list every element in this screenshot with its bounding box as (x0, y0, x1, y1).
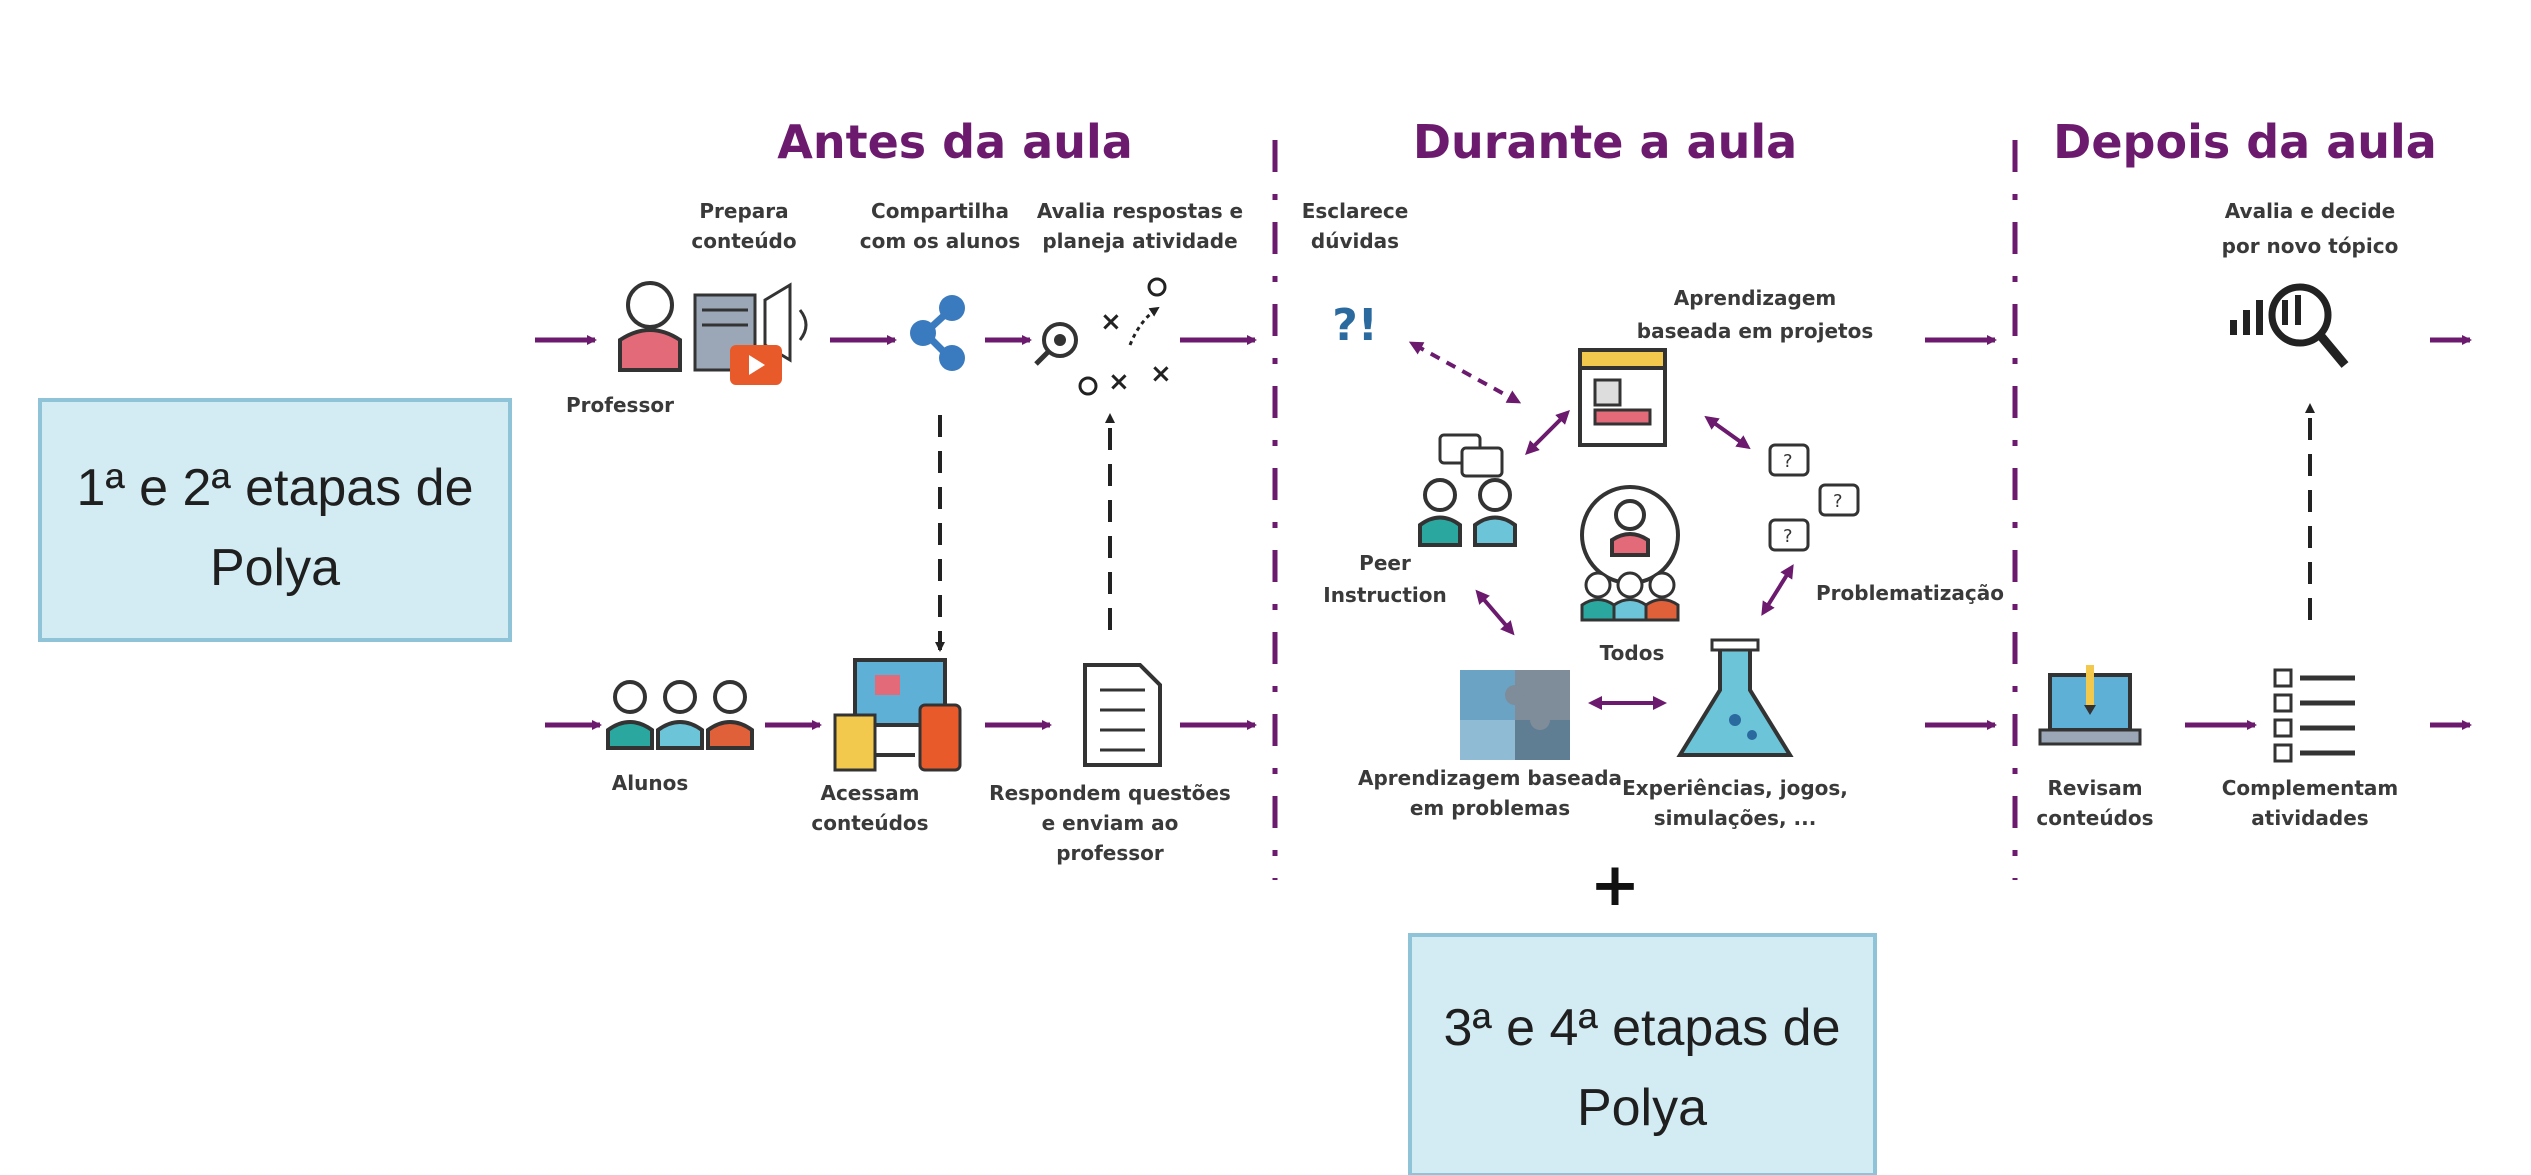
link-projects-problematization (1704, 415, 1751, 450)
label-avalia-decide-1: Avalia e decide (2225, 199, 2395, 223)
polya-steps-1-2-line1: 1ª e 2ª etapas de (76, 459, 473, 517)
label-projetos-2: baseada em projetos (1637, 319, 1873, 343)
label-experiencias-2: simulações, ... (1654, 806, 1817, 830)
header-before-class: Antes da aula (777, 115, 1133, 169)
svg-text:?: ? (1833, 491, 1843, 512)
link-peer-projects (1525, 410, 1570, 455)
label-peer-1: Peer (1359, 551, 1411, 575)
polya-steps-3-4-line1: 3ª e 4ª etapas de (1443, 999, 1840, 1057)
puzzle-icon (1460, 670, 1570, 760)
label-prepara-1: Prepara (699, 199, 788, 223)
flask-experiment-icon (1676, 638, 1794, 757)
label-respondem-1: Respondem questões (989, 781, 1231, 805)
strategy-plan-icon: × × × (1034, 277, 1172, 397)
label-respondem-2: e enviam ao (1042, 811, 1179, 835)
plus-sign: + (1590, 850, 1640, 920)
svg-text:?: ? (1783, 526, 1793, 547)
label-peer-2: Instruction (1323, 583, 1447, 607)
laptop-review-icon (2038, 665, 2142, 746)
label-problemas-2: em problemas (1410, 796, 1570, 820)
label-professor: Professor (566, 393, 674, 417)
svg-text:?: ? (1783, 451, 1793, 472)
svg-text:×: × (1150, 359, 1172, 389)
header-during-class: Durante a aula (1413, 115, 1797, 169)
label-prepara-2: conteúdo (691, 229, 796, 253)
questionnaire-icon (1083, 663, 1162, 767)
label-avalia-1: Avalia respostas e (1037, 199, 1243, 223)
polya-steps-1-2-box (38, 398, 512, 642)
label-revisam-1: Revisam (2047, 776, 2142, 800)
header-after-class: Depois da aula (2053, 115, 2437, 169)
problematization-chat-icon: ? ? ? (1768, 443, 1860, 552)
label-alunos: Alunos (612, 771, 688, 795)
label-complementam-1: Complementam (2222, 776, 2399, 800)
label-respondem-3: professor (1056, 841, 1164, 865)
devices-access-icon (833, 658, 962, 772)
everyone-group-icon (1580, 485, 1680, 622)
share-icon (910, 295, 965, 371)
peer-instruction-icon (1418, 433, 1517, 547)
question-exclamation-icon: ?! (1332, 300, 1378, 351)
polya-steps-3-4-box (1408, 933, 1877, 1175)
polya-steps-1-2-line2: Polya (210, 539, 340, 597)
label-todos: Todos (1600, 641, 1665, 665)
project-board-icon (1578, 348, 1667, 447)
polya-steps-3-4-line2: Polya (1577, 1079, 1707, 1137)
label-problemas-1: Aprendizagem baseada (1358, 766, 1622, 790)
media-content-icon (693, 282, 808, 385)
label-compartilha-1: Compartilha (871, 199, 1009, 223)
label-problematizacao: Problematização (1816, 581, 2004, 605)
label-compartilha-2: com os alunos (860, 229, 1020, 253)
label-experiencias-1: Experiências, jogos, (1622, 776, 1848, 800)
link-doubts-projects (1408, 341, 1522, 404)
label-avalia-decide-2: por novo tópico (2222, 234, 2399, 258)
link-peer-problems (1475, 589, 1515, 636)
label-complementam-2: atividades (2251, 806, 2368, 830)
link-problematization-experiments (1761, 564, 1794, 616)
students-icon (606, 680, 754, 750)
label-revisam-2: conteúdos (2036, 806, 2153, 830)
label-acessam-2: conteúdos (811, 811, 928, 835)
svg-text:×: × (1108, 367, 1130, 397)
professor-icon (618, 281, 682, 372)
svg-text:×: × (1100, 307, 1122, 337)
label-esclarece-1: Esclarece (1302, 199, 1409, 223)
analysis-search-icon (2230, 283, 2349, 368)
label-acessam-1: Acessam (820, 781, 919, 805)
label-projetos-1: Aprendizagem (1674, 286, 1837, 310)
label-avalia-2: planeja atividade (1042, 229, 1237, 253)
label-esclarece-2: dúvidas (1311, 229, 1399, 253)
checklist-icon (2273, 668, 2355, 763)
